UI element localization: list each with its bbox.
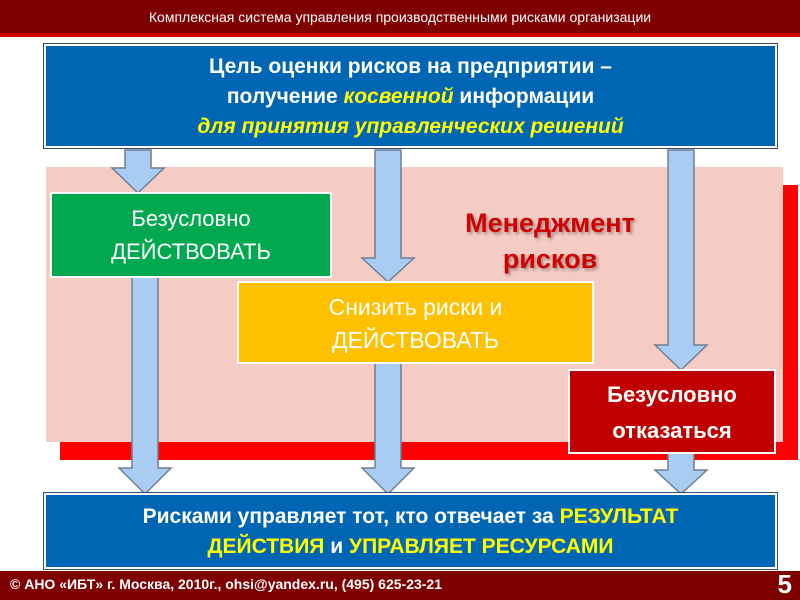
arrow-act-to-conclusion xyxy=(117,276,173,496)
conclusion-result: РЕЗУЛЬТАТ xyxy=(559,505,679,528)
refuse-line-2: отказаться xyxy=(612,418,732,443)
management-line-1: Менеджмент xyxy=(465,208,635,238)
management-label: Менеджмент рисков xyxy=(420,205,680,277)
slide-footer: © АНО «ИБТ» г. Москва, 2010г., ohsi@yand… xyxy=(0,569,800,600)
reduce-box: Снизить риски и ДЕЙСТВОВАТЬ xyxy=(237,281,594,364)
arrow-goal-to-refuse xyxy=(653,149,709,372)
footer-copyright: © АНО «ИБТ» г. Москва, 2010г., ohsi@yand… xyxy=(10,576,443,592)
goal-line-2-end: информации xyxy=(453,85,595,108)
goal-line-2: получение косвенной информации xyxy=(46,82,775,112)
reduce-line-2: ДЕЙСТВОВАТЬ xyxy=(331,327,500,353)
refuse-box: Безусловно отказаться xyxy=(568,369,776,454)
slide-title: Комплексная система управления производс… xyxy=(148,8,652,25)
conclusion-resources: УПРАВЛЯЕТ РЕСУРСАМИ xyxy=(349,535,614,558)
goal-line-2-start: получение xyxy=(226,85,344,108)
goal-line-1: Цель оценки рисков на предприятии – xyxy=(209,55,612,78)
conclusion-action: ДЕЙСТВИЯ xyxy=(207,535,325,558)
refuse-line-1: Безусловно xyxy=(607,382,737,407)
reduce-line-1: Снизить риски и xyxy=(328,294,503,320)
arrow-reduce-to-conclusion xyxy=(360,362,416,496)
conclusion-text-1: Рисками управляет тот, кто отвечает за xyxy=(142,505,560,528)
header-divider xyxy=(0,33,800,37)
conclusion-box: Рисками управляет тот, кто отвечает за Р… xyxy=(44,493,777,569)
act-box: Безусловно ДЕЙСТВОВАТЬ xyxy=(50,192,332,278)
slide-header: Комплексная система управления производс… xyxy=(0,0,800,33)
act-line-1: Безусловно xyxy=(131,206,251,231)
conclusion-text-2: и xyxy=(324,535,349,558)
conclusion-line-2: ДЕЙСТВИЯ и УПРАВЛЯЕТ РЕСУРСАМИ xyxy=(46,532,775,562)
act-line-2: ДЕЙСТВОВАТЬ xyxy=(111,239,271,264)
conclusion-line-1: Рисками управляет тот, кто отвечает за Р… xyxy=(46,502,775,532)
goal-box: Цель оценки рисков на предприятии – полу… xyxy=(44,44,777,148)
arrow-goal-to-reduce xyxy=(360,149,416,284)
arrow-goal-to-act xyxy=(110,149,166,195)
arrow-refuse-to-conclusion xyxy=(653,451,709,496)
management-line-2: рисков xyxy=(502,244,598,274)
goal-highlight: косвенной xyxy=(343,85,454,108)
page-number: 5 xyxy=(777,569,792,599)
goal-line-3: для принятия управленческих решений xyxy=(197,115,624,138)
